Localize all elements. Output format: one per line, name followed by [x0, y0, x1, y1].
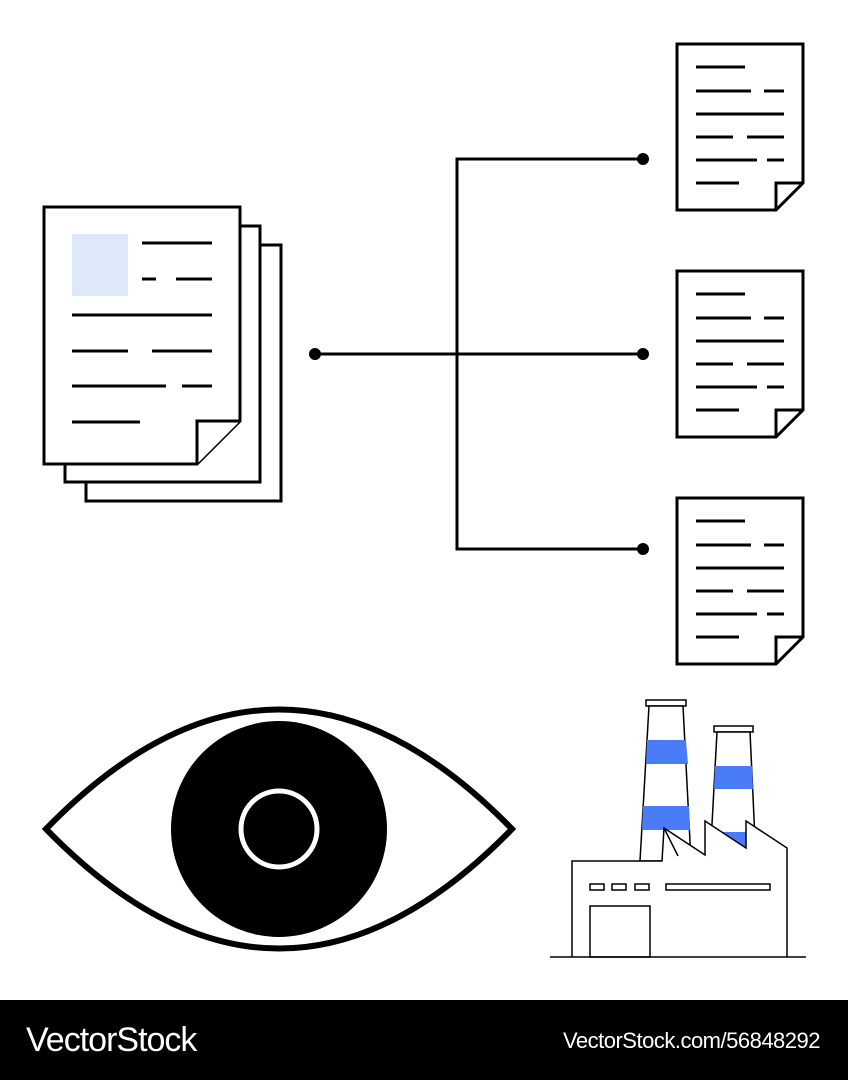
connector-node-top — [637, 153, 649, 165]
eye-icon — [41, 706, 517, 952]
document-icon-bottom — [675, 496, 805, 666]
factory-window — [589, 883, 605, 891]
document-icon-middle — [675, 269, 805, 439]
document-icon-top — [675, 42, 805, 212]
stock-id-text: VectorStock.com/56848292 — [562, 1028, 821, 1053]
factory-window-strip — [665, 883, 771, 891]
text-lines — [72, 241, 212, 424]
brand-logo-text: VectorStock — [26, 1021, 197, 1059]
factory-window — [611, 883, 627, 891]
eye-iris — [171, 721, 387, 937]
factory-window — [634, 883, 650, 891]
connector-node-middle — [637, 348, 649, 360]
branching-connector — [309, 153, 649, 555]
illustration — [41, 42, 806, 958]
factory-door — [589, 905, 651, 958]
image-placeholder — [72, 234, 128, 296]
watermark-footer: VectorStock VectorStock.com/56848292 — [0, 1000, 848, 1080]
stacked-documents-icon — [42, 205, 283, 503]
factory-icon — [550, 699, 806, 958]
eye-pupil-ring — [238, 788, 320, 870]
connector-node-source — [309, 348, 321, 360]
connector-node-bottom — [637, 543, 649, 555]
front-document — [42, 205, 242, 466]
chimney-left — [639, 699, 692, 862]
